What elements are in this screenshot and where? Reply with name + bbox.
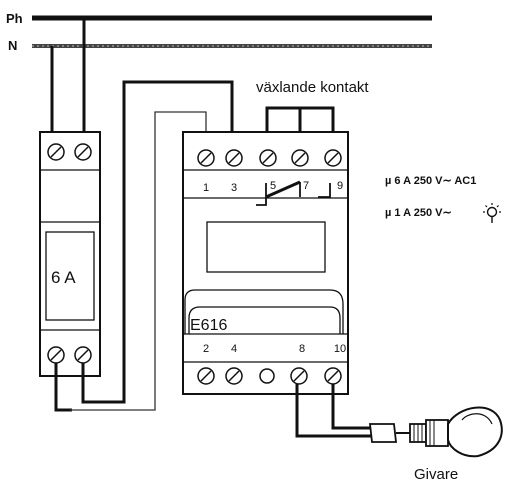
relay-screw-5 xyxy=(259,149,277,167)
relay-screw-8 xyxy=(290,367,308,385)
terminal-label-8: 8 xyxy=(299,343,305,355)
relay-empty-terminal xyxy=(259,368,275,384)
terminal-label-9: 9 xyxy=(337,180,343,192)
rating-lamp: µ 1 A 250 V∼ xyxy=(385,207,452,219)
terminal-label-4: 4 xyxy=(231,343,237,355)
relay-model: E616 xyxy=(190,317,227,334)
breaker-rating: 6 A xyxy=(51,268,76,287)
sensor-probe xyxy=(368,406,503,458)
neutral-return-wire xyxy=(70,111,207,411)
circuit-breaker: 6 A xyxy=(39,131,101,377)
relay-screw-4 xyxy=(225,367,243,385)
neutral-label: N xyxy=(8,38,17,53)
changeover-switch-symbol xyxy=(256,180,331,206)
relay-screw-10 xyxy=(324,367,342,385)
terminal-label-5: 5 xyxy=(270,180,276,192)
breaker-screw-top-left xyxy=(47,143,65,161)
terminal-label-10: 10 xyxy=(334,343,346,355)
terminal-label-2: 2 xyxy=(203,343,209,355)
relay-cover xyxy=(184,289,344,334)
phase-to-relay-wire xyxy=(81,80,234,404)
terminal-label-7: 7 xyxy=(303,180,309,192)
relay-screw-1 xyxy=(197,149,215,167)
terminal-label-3: 3 xyxy=(231,182,237,194)
sensor-label: Givare xyxy=(414,466,458,483)
neutral-to-relay-wire xyxy=(54,363,72,412)
relay-screw-2 xyxy=(197,367,215,385)
breaker-screw-top-right xyxy=(74,143,92,161)
sensor-wire-10 xyxy=(331,384,372,430)
lamp-icon xyxy=(483,203,501,223)
relay-screw-7 xyxy=(291,149,309,167)
relay-screw-9 xyxy=(324,149,342,167)
rating-resistive: µ 6 A 250 V∼ AC1 xyxy=(385,175,476,187)
breaker-screw-bottom-left xyxy=(47,346,65,364)
contact-label: växlande kontakt xyxy=(256,79,369,96)
sensor-wire-8 xyxy=(295,384,372,438)
breaker-screw-bottom-right xyxy=(74,346,92,364)
relay-module: E616 1 3 5 7 9 2 4 8 10 xyxy=(182,131,349,395)
relay-screw-3 xyxy=(225,149,243,167)
terminal-label-1: 1 xyxy=(203,182,209,194)
phase-label: Ph xyxy=(6,11,23,26)
